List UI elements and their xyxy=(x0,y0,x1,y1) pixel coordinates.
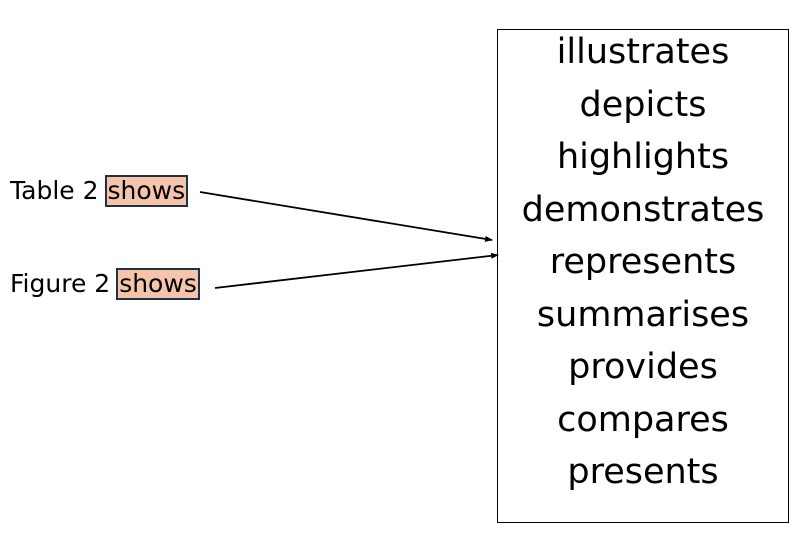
synonym-item: represents xyxy=(549,242,737,282)
synonym-item: illustrates xyxy=(556,32,730,72)
synonym-item: presents xyxy=(567,452,719,492)
highlighted-verb: shows xyxy=(116,268,200,300)
synonym-item: demonstrates xyxy=(521,189,765,230)
synonym-item: provides xyxy=(568,347,718,387)
synonym-item: summarises xyxy=(536,294,750,335)
arrow-figure-to-synonyms xyxy=(214,252,499,289)
synonym-item: compares xyxy=(557,399,729,440)
synonym-item: highlights xyxy=(556,137,730,177)
phrase-figure-shows: Figure 2 shows xyxy=(10,268,200,300)
highlighted-verb: shows xyxy=(104,175,189,207)
phrase-table-shows: Table 2 shows xyxy=(10,175,189,207)
arrow-table-to-synonyms xyxy=(199,191,493,242)
synonym-box: illustrates depicts highlights demonstra… xyxy=(497,29,789,523)
synonym-item: depicts xyxy=(579,84,707,125)
phrase-prefix: Table 2 xyxy=(10,176,99,205)
phrase-prefix: Figure 2 xyxy=(10,269,111,298)
synonym-list: illustrates depicts highlights demonstra… xyxy=(498,30,788,503)
